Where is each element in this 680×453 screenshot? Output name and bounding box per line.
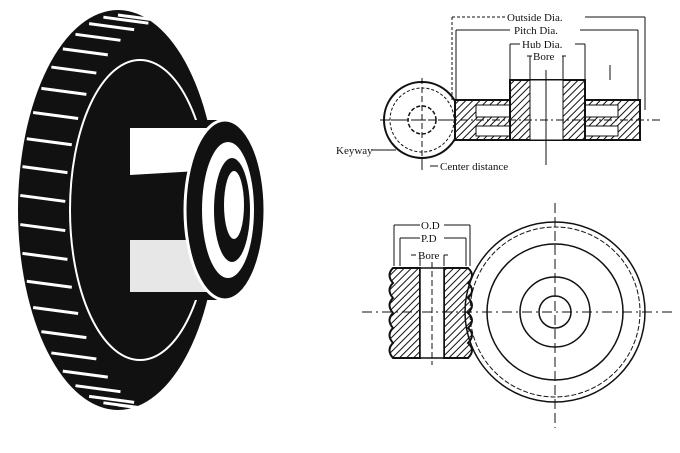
gear-tooth-edge xyxy=(117,13,164,23)
gear-tooth-edge xyxy=(41,86,87,96)
gear-tooth-edge xyxy=(41,330,87,340)
gear-tooth-edge xyxy=(26,279,72,289)
worm-bore-label: Bore xyxy=(418,250,440,262)
gear-tooth-edge xyxy=(75,32,121,42)
gear-tooth-edge xyxy=(51,351,97,361)
keyway-label: Keyway xyxy=(336,145,373,157)
gear-tooth-edge xyxy=(20,193,66,203)
gear-dimension-labels: Outside Dia. Pitch Dia. Hub Dia. Bore Ke… xyxy=(336,12,563,173)
gear-tooth-edge xyxy=(103,15,149,25)
gear-tooth-edge xyxy=(22,251,68,261)
gear-tooth-edge xyxy=(22,165,68,175)
gear-tooth-edge xyxy=(88,22,135,32)
worm-thread xyxy=(388,267,473,359)
gear-tooth-edge xyxy=(117,403,164,413)
od-label: O.D xyxy=(421,220,440,232)
pitch-dia-label: Pitch Dia. xyxy=(514,25,558,37)
gear-tooth-edge xyxy=(20,223,66,233)
gear-tooth-edge xyxy=(62,47,108,57)
gear-cross-section-diagram xyxy=(372,16,660,170)
pd-label: P.D xyxy=(421,233,437,245)
gear-tooth-edge xyxy=(88,394,135,404)
center-distance-label: Center distance xyxy=(440,161,508,173)
worm-gear-diagram xyxy=(362,203,676,428)
gear-tooth-edge xyxy=(32,111,79,120)
bore-label: Bore xyxy=(533,51,555,63)
gear-tooth-edge xyxy=(51,65,97,75)
gear-tooth-edge xyxy=(62,369,108,379)
worm-dimension-labels: O.D P.D Bore xyxy=(418,220,440,262)
spur-gear-illustration xyxy=(18,10,267,413)
gear-tooth-edge xyxy=(32,306,79,315)
gear-tooth-edge xyxy=(75,384,121,394)
gear-tooth-edge xyxy=(26,137,72,147)
hub-dia-label: Hub Dia. xyxy=(522,39,563,51)
outside-dia-label: Outside Dia. xyxy=(507,12,563,24)
